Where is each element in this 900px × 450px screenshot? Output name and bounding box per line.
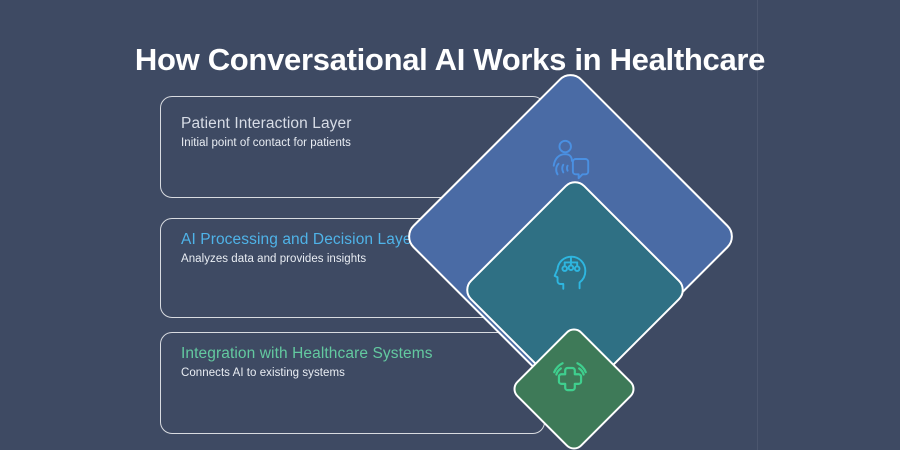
layer-card-integration[interactable]: Integration with Healthcare Systems Conn… (160, 332, 545, 434)
layer-card-title: Integration with Healthcare Systems (181, 345, 433, 362)
layer-card-description: Analyzes data and provides insights (181, 253, 367, 265)
layer-card-description: Initial point of contact for patients (181, 137, 351, 149)
layer-card-title: AI Processing and Decision Layer (181, 231, 417, 248)
layer-card-text-block: AI Processing and Decision Layer Analyze… (181, 230, 536, 267)
layer-card-title: Patient Interaction Layer (181, 115, 352, 132)
layer-card-patient-interaction[interactable]: Patient Interaction Layer Initial point … (160, 96, 545, 198)
layer-card-description: Connects AI to existing systems (181, 367, 345, 379)
layer-card-text-block: Patient Interaction Layer Initial point … (181, 114, 536, 151)
page-title: How Conversational AI Works in Healthcar… (134, 42, 766, 77)
layer-card-text-block: Integration with Healthcare Systems Conn… (181, 344, 536, 381)
vertical-divider-line (757, 0, 758, 450)
